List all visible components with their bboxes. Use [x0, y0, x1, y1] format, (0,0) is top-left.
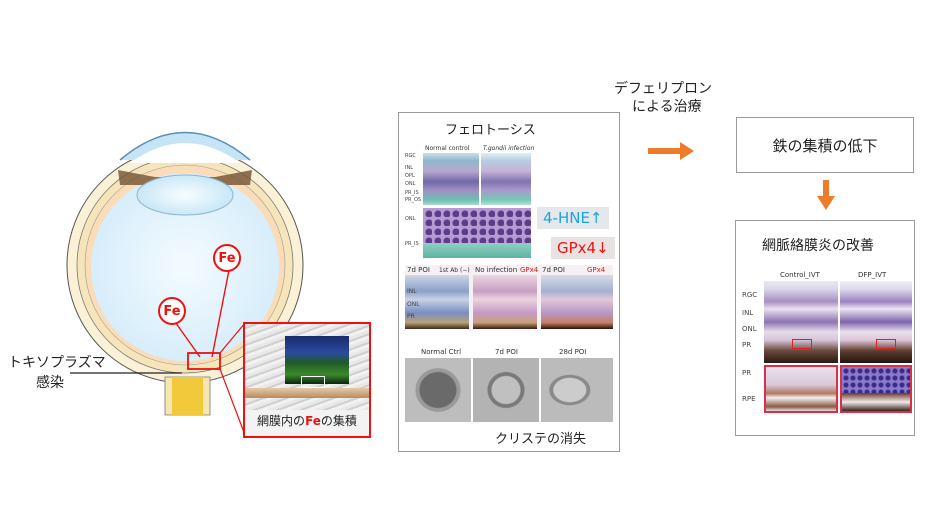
right-img-control — [764, 281, 838, 363]
img1-row-1: INL — [405, 165, 414, 171]
inset-caption: 網膜内のFeの集積 — [245, 412, 369, 429]
img2-col-3: GPx4 — [520, 266, 539, 274]
img1-row-5: PR_OS — [405, 197, 422, 203]
img3-col-1: 7d POI — [495, 348, 518, 356]
img1-row-2: OPL — [405, 173, 415, 179]
treatment-arrow — [648, 142, 694, 160]
inset-rpe-band — [245, 388, 369, 398]
img1-col2: T.gondii infection — [483, 145, 535, 152]
right-control-mark — [792, 339, 812, 349]
fe-marker-lower: Fe — [158, 297, 186, 325]
img2-col-4: 7d POI — [542, 266, 565, 274]
iron-reduction-text: 鉄の集積の低下 — [772, 136, 878, 155]
img2-cell-2 — [473, 275, 537, 329]
img1-normal — [423, 153, 479, 205]
cristae-loss-label: クリステの消失 — [495, 432, 587, 447]
treatment-line2: による治療 — [632, 99, 702, 115]
treatment-line1: デフェリプロン — [614, 81, 712, 97]
improvement-title: 網脈絡膜炎の改善 — [762, 238, 874, 254]
ferroptosis-panel: フェロトーシス Normal control T.gondii infectio… — [398, 112, 620, 452]
right-row-0: RGC — [742, 291, 758, 299]
down-arrow — [817, 180, 835, 210]
img1-row-3: ONL — [405, 181, 416, 187]
img2-col-0: 7d POI — [407, 266, 430, 274]
img2-col-2: No infection — [475, 266, 518, 274]
iron-reduction-box: 鉄の集積の低下 — [736, 117, 914, 173]
right-img-dfp — [840, 281, 912, 363]
img1-col1: Normal control — [425, 145, 470, 152]
img3-28d — [541, 358, 613, 422]
right-zoom-control — [764, 365, 838, 413]
right-row-3: PR — [742, 341, 752, 349]
img3-col-2: 28d POI — [559, 348, 587, 356]
right-zoom-dfp-base — [842, 393, 910, 411]
right-col2: DFP_IVT — [858, 271, 887, 279]
right-dfp-mark — [876, 339, 896, 349]
right-col1: Control_IVT — [780, 271, 820, 279]
infection-label-line2: 感染 — [36, 375, 64, 391]
img2-row-0: INL — [407, 288, 417, 295]
img1-zoom-base — [423, 243, 531, 258]
img3-normal — [405, 358, 471, 422]
inset-caption-fe: Fe — [305, 414, 321, 428]
improvement-panel: 網脈絡膜炎の改善 Control_IVT DFP_IVT RGC INL ONL… — [735, 220, 915, 436]
img1-row-4: PR_IS — [405, 190, 419, 196]
inset-caption-part1: 網膜内の — [257, 414, 306, 428]
inset-highlight — [301, 376, 325, 388]
right-row-5: RPE — [742, 395, 756, 403]
right-row-2: ONL — [742, 325, 757, 333]
img1-zoom-row-0: ONL — [405, 216, 416, 222]
img2-row-2: PR — [407, 313, 415, 320]
right-row-1: INL — [742, 309, 754, 317]
retina-inset: 網膜内のFeの集積 — [243, 322, 371, 438]
img2-col-5: GPx4 — [587, 266, 606, 274]
img3-7d — [473, 358, 539, 422]
img2-cell-3 — [541, 275, 613, 329]
img1-row-0: RGC — [405, 153, 416, 159]
img2-col-1: 1st Ab (−) — [439, 267, 470, 274]
right-row-4: PR — [742, 369, 752, 377]
img2-cell-1 — [405, 275, 469, 329]
infection-label-line1: トキソプラズマ — [8, 355, 106, 371]
img3-col-0: Normal Ctrl — [421, 348, 462, 356]
img2-row-1: ONL — [407, 301, 420, 308]
hne-badge: 4-HNE↑ — [537, 207, 609, 229]
img1-infected — [481, 153, 531, 205]
img1-zoom-row-1: PR_IS — [405, 241, 419, 247]
ferroptosis-title: フェロトーシス — [445, 123, 536, 138]
eye-diagram — [66, 131, 304, 436]
inset-caption-part2: の集積 — [320, 414, 357, 428]
fe-marker-upper: Fe — [213, 244, 241, 272]
img2-strip — [405, 265, 613, 329]
gpx4-badge: GPx4↓ — [551, 237, 615, 259]
